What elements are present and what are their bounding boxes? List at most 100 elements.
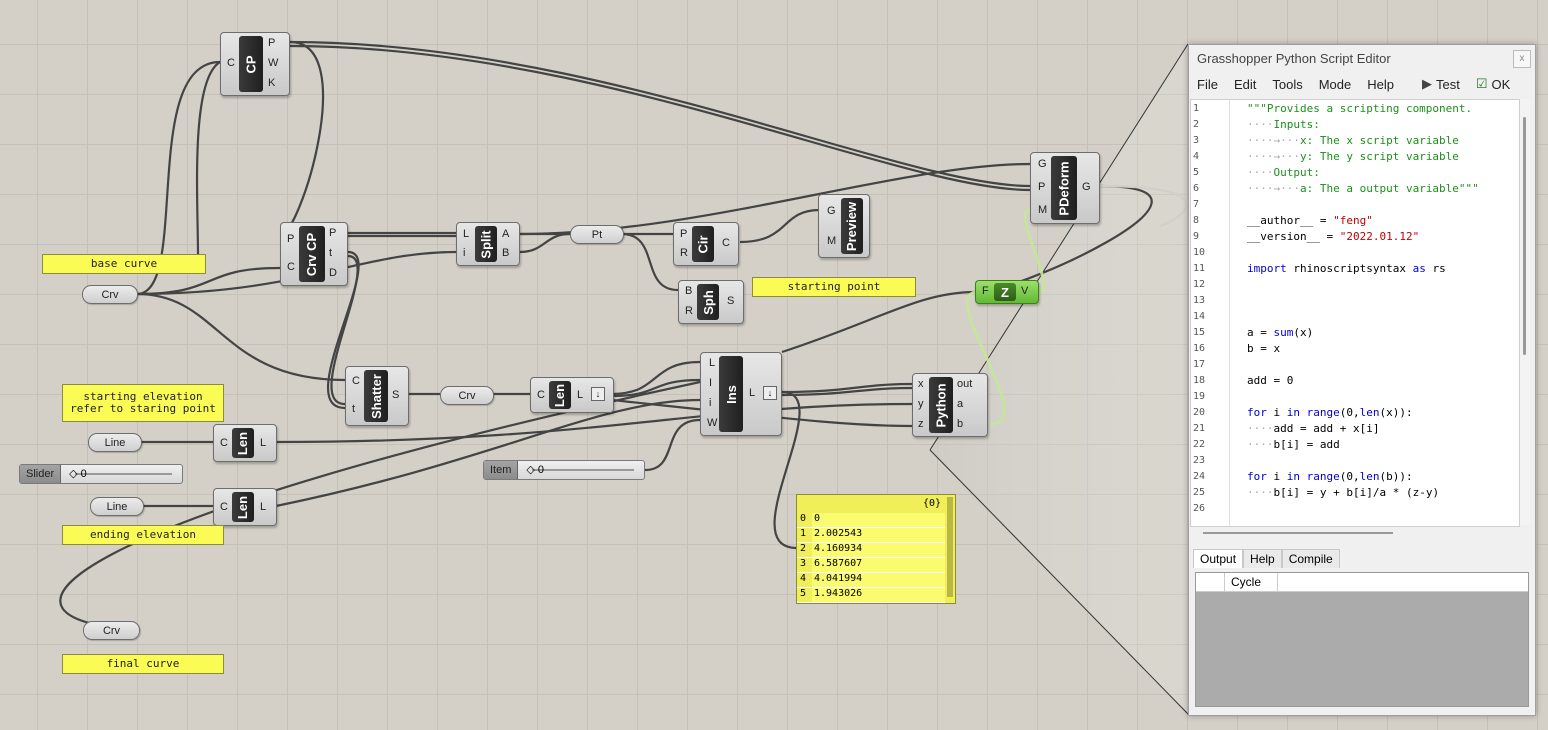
line-number: 24	[1193, 471, 1206, 482]
code-line-22: ····b[i] = add	[1247, 438, 1340, 451]
code-line-20: for i in range(0,len(x)):	[1247, 406, 1413, 419]
menu-help[interactable]: Help	[1367, 76, 1394, 92]
cir-input-r: R	[680, 247, 688, 259]
editor-title: Grasshopper Python Script Editor	[1197, 51, 1391, 66]
insert-items-component[interactable]: Ins L I i W L ↓	[700, 352, 782, 436]
sphere-component[interactable]: Sph B R S	[678, 280, 744, 324]
close-icon[interactable]: x	[1513, 50, 1531, 68]
data-row-index: 5	[797, 588, 812, 602]
number-slider[interactable]: Slider ◇ 0	[19, 464, 183, 484]
code-line-1: """Provides a scripting component.	[1247, 102, 1473, 115]
menu-tools[interactable]: Tools	[1272, 76, 1303, 92]
menu-mode[interactable]: Mode	[1318, 76, 1352, 92]
code-line-3: ····→···x: The x script variable	[1247, 134, 1459, 147]
crv-param-final[interactable]: Crv	[83, 621, 140, 640]
len3-output-l: L	[260, 501, 267, 513]
python-component[interactable]: Python x y z out a b	[912, 373, 988, 437]
sph-output-s: S	[727, 295, 735, 307]
preview-label: Preview	[844, 201, 860, 251]
ok-button[interactable]: ☑OK	[1475, 76, 1511, 92]
length-component-1[interactable]: Len C L ↓	[530, 377, 614, 413]
menu-file[interactable]: File	[1197, 76, 1218, 92]
crv-cp-output-p: P	[329, 227, 337, 239]
line-number: 15	[1193, 327, 1206, 338]
starting-point-panel[interactable]: starting point	[752, 277, 916, 297]
starting-elevation-panel[interactable]: starting elevation refer to staring poin…	[62, 384, 224, 422]
crv-cp-input-p: P	[287, 233, 295, 245]
line-number: 20	[1193, 407, 1206, 418]
ending-elevation-panel[interactable]: ending elevation	[62, 525, 224, 545]
split-input-i: i	[463, 247, 466, 259]
cp-output-p: P	[268, 37, 276, 49]
code-line-11: import rhinoscriptsyntax as rs	[1247, 262, 1446, 275]
base-curve-panel[interactable]: base curve	[42, 254, 206, 274]
split-output-a: A	[502, 228, 510, 240]
pt-param[interactable]: Pt	[570, 225, 624, 244]
crv-param-input[interactable]: Crv	[82, 285, 138, 304]
python-input-x: x	[918, 378, 924, 390]
length-component-2[interactable]: Len C L	[213, 424, 277, 462]
crv-cp-input-c: C	[287, 261, 295, 273]
line-param-2[interactable]: Line	[90, 497, 144, 516]
menu-edit[interactable]: Edit	[1233, 76, 1257, 92]
code-line-4: ····→···y: The y script variable	[1247, 150, 1459, 163]
tab-compile[interactable]: Compile	[1281, 549, 1340, 568]
line-number: 8	[1193, 215, 1200, 226]
shatter-component[interactable]: Shatter C t S	[345, 366, 409, 426]
data-panel-scrollbar[interactable]	[947, 497, 953, 597]
fz-component[interactable]: Z F V	[975, 280, 1039, 304]
ins-input-i: i	[709, 397, 712, 409]
editor-menubar: File Edit Tools Mode Help ▶Test ☑OK	[1189, 73, 1535, 95]
crv-param-shatter[interactable]: Crv	[440, 386, 494, 405]
test-button[interactable]: ▶Test	[1422, 76, 1460, 92]
python-script-editor-window: Grasshopper Python Script Editor x File …	[1188, 44, 1536, 716]
data-row-index: 4	[797, 573, 812, 587]
item-slider-value: ◇ 0	[526, 464, 545, 476]
preview-component[interactable]: Preview G M	[818, 194, 870, 258]
shatter-label: Shatter	[368, 373, 384, 419]
line-number: 1	[1193, 103, 1200, 114]
item-slider[interactable]: Item ◇ 0	[483, 460, 645, 480]
cp-output-k: K	[268, 77, 276, 89]
data-row-value: 4.160934	[814, 543, 863, 554]
flatten-icon[interactable]: ↓	[591, 387, 605, 401]
line-param-1[interactable]: Line	[88, 433, 142, 452]
line-number: 10	[1193, 247, 1206, 258]
line-number: 7	[1193, 199, 1200, 210]
code-line-15: a = sum(x)	[1247, 326, 1314, 339]
flatten-icon[interactable]: ↓	[763, 386, 777, 400]
pdeform-component[interactable]: PDeform G P M G	[1030, 152, 1100, 224]
python-output-a: a	[957, 398, 964, 410]
data-row-value: 0	[814, 513, 821, 524]
wire	[136, 60, 221, 296]
shatter-input-c: C	[352, 375, 360, 387]
split-output-b: B	[502, 247, 510, 259]
split-component[interactable]: Split L i A B	[456, 222, 520, 266]
length-component-3[interactable]: Len C L	[213, 488, 277, 526]
code-line-2: ····Inputs:	[1247, 118, 1320, 131]
fz-input-f: F	[982, 285, 989, 297]
final-curve-panel[interactable]: final curve	[62, 654, 224, 674]
curve-closest-point-cp-component[interactable]: CP C P W K	[220, 32, 290, 96]
len1-label: Len	[552, 383, 568, 407]
panel-line-2: refer to staring point	[70, 402, 216, 415]
fz-output-v: V	[1021, 285, 1029, 297]
tab-output[interactable]: Output	[1193, 549, 1244, 568]
pdeform-input-g: G	[1038, 158, 1047, 170]
crv-cp-component[interactable]: Crv CP P C P t D	[280, 222, 348, 286]
python-input-y: y	[918, 398, 924, 410]
circle-component[interactable]: Cir P R C	[673, 222, 739, 266]
code-vertical-scrollbar[interactable]	[1520, 99, 1530, 525]
code-line-6: ····→···a: The a output variable"""	[1247, 182, 1479, 195]
output-area[interactable]: Cycle	[1195, 572, 1529, 707]
code-horizontal-scrollbar[interactable]	[1203, 532, 1393, 534]
tab-help[interactable]: Help	[1243, 549, 1282, 568]
line-number: 14	[1193, 311, 1206, 322]
ins-input-i-upper: I	[709, 377, 713, 389]
data-row-value: 4.041994	[814, 573, 863, 584]
